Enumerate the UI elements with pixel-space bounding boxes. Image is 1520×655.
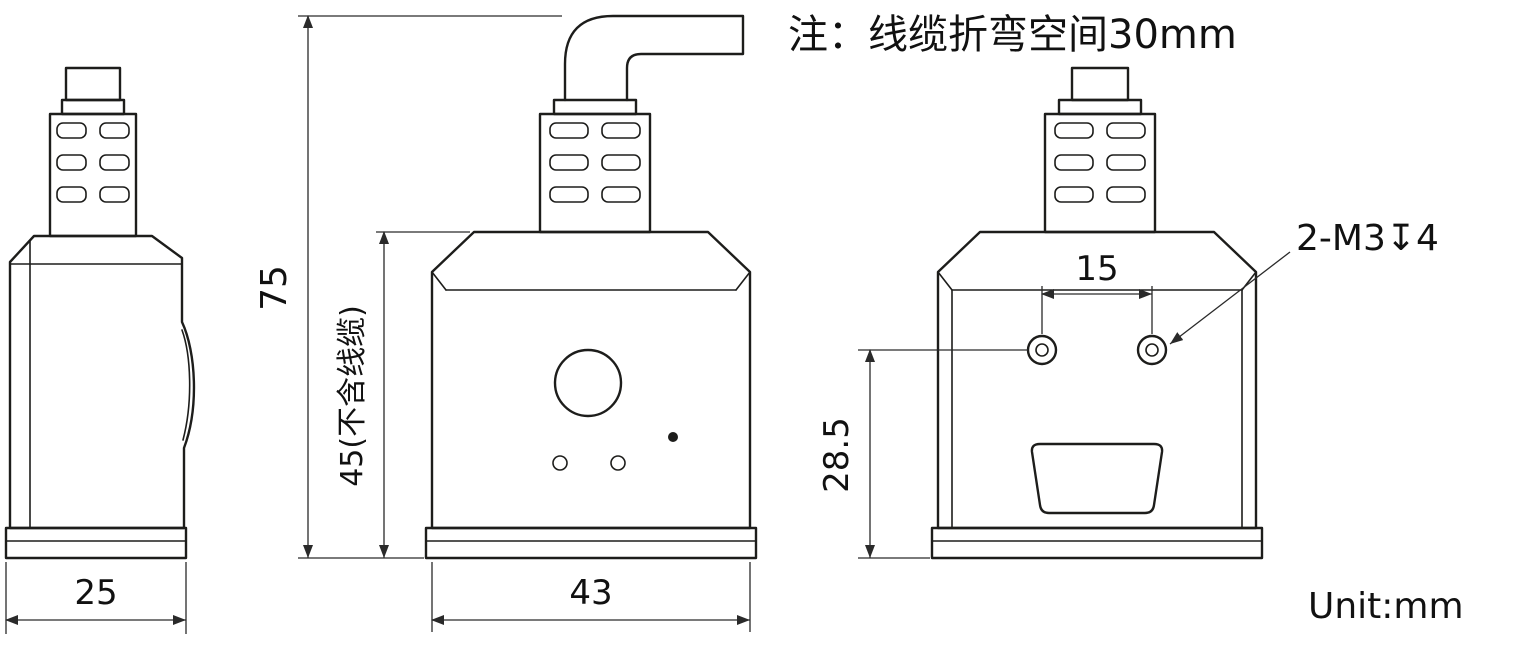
base-plate-back [930,526,1264,560]
strain-relief-body [538,112,652,234]
side-view [4,66,196,560]
dim-hole-offset-label: 28.5 [817,417,857,493]
rib-slot [601,154,641,171]
dim-overall-height-label: 75 [254,265,295,311]
mounting-hole-left-inner [1035,343,1049,357]
thread-callout-label: 2-M3↧4 [1296,218,1439,259]
mounting-hole-right [1136,334,1168,366]
strain-relief-body [1043,112,1157,234]
rib-slot [56,186,87,203]
cable-plug-tip [1070,66,1130,102]
rib-slot [99,154,130,171]
strain-relief-body [48,112,138,238]
led-indicator [610,455,626,471]
rib-slot [1106,154,1146,171]
rib-slot [1054,186,1094,203]
chamfer-line [937,271,953,291]
leader-line [1169,251,1291,345]
unit-label: Unit:mm [1308,586,1464,627]
device-body-front [430,230,752,530]
rib-slot [56,122,87,139]
rib-slot [56,154,87,171]
rib-slot [99,122,130,139]
rib-slot [549,154,589,171]
base-plate-side [4,526,188,560]
back-view [930,66,1264,560]
led-indicator [552,455,568,471]
dim-hole-spacing-label: 15 [1075,249,1118,289]
cable-bend-note: 注：线缆折弯空间30mm [788,12,1237,58]
dim-body-height-label: 45(不含线缆) [335,305,370,487]
rib-slot [1054,154,1094,171]
aimer-dot [668,432,678,442]
dim-side-width-label: 25 [74,573,117,613]
dimension-hole-offset: 28.5 [817,349,1028,559]
cable-plug-tip [64,66,122,102]
chamfer-line [431,271,447,291]
dimension-hole-spacing: 15 [1041,249,1153,334]
strain-relief-collar [60,98,126,116]
device-body-side [8,234,196,530]
strain-relief-collar [552,98,638,116]
front-view [424,14,758,560]
cable-bend [563,14,745,102]
lens-circle [553,348,623,418]
rib-slot [1054,122,1094,139]
strain-relief-ribs [1054,122,1146,203]
dim-body-width-label: 43 [569,573,612,613]
rib-slot [549,186,589,203]
rib-slot [1106,122,1146,139]
dimension-side-width: 25 [5,562,187,634]
strain-relief-ribs [549,122,641,203]
dimension-overall-height: 75 [254,15,562,559]
rib-slot [601,186,641,203]
rib-slot [601,122,641,139]
mounting-hole-left [1026,334,1058,366]
chamfer-line [735,271,751,291]
rib-slot [549,122,589,139]
dimension-body-width: 43 [431,562,751,632]
strain-relief-ribs [56,122,130,203]
strain-relief-collar [1057,98,1143,116]
dimension-body-height: 45(不含线缆) [335,231,470,558]
rib-slot [99,186,130,203]
lens-hood-arc [181,329,191,441]
mounting-hole-right-inner [1145,343,1159,357]
base-plate-front [424,526,758,560]
rib-slot [1106,186,1146,203]
thread-callout: 2-M3↧4 [1169,218,1439,345]
connector-opening [1030,442,1164,515]
